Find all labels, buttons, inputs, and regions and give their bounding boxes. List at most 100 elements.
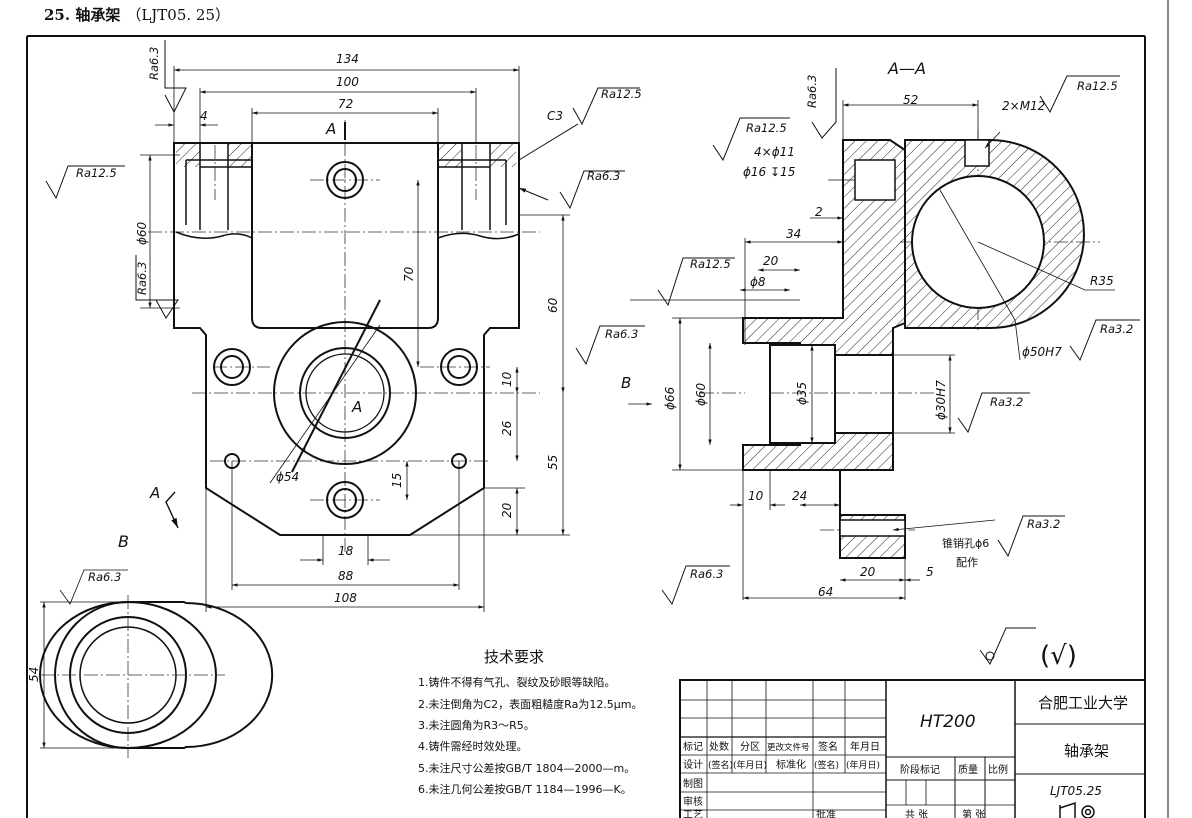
rough-sec-ra32-a: Ra3.2 [1100,322,1133,336]
rough-sec-ra32-c: Ra3.2 [1027,517,1060,531]
dim-60: 60 [546,297,560,313]
section-label-a-top: A [325,120,336,138]
rough-sec-ra32-b: Ra3.2 [990,395,1023,409]
tb-row2-2: (年月日) [733,759,767,771]
tech-item-4: 4.铸件需经时效处理。 [418,739,528,753]
rough-sec-ra63-top: Ra6.3 [805,75,819,108]
projection-symbol-icon [1059,801,1095,818]
dim-5: 5 [926,565,934,579]
dim-18: 18 [338,544,354,558]
dim-52: 52 [903,93,918,107]
dim-134: 134 [336,52,359,66]
dim-4: 4 [200,109,208,123]
sheet-frame [26,0,1169,818]
dim-26: 26 [500,420,514,436]
view-b-label: B [118,532,129,551]
hole-counterbore: ϕ16 ↧15 [743,165,795,179]
dim-64: 64 [818,585,833,599]
rough-sec-ra63-c: Ra6.3 [690,567,723,581]
tb-hdr-5: 年月日 [850,740,880,753]
dim-20: 20 [500,502,514,518]
tb-row2-0: 设计 [683,758,703,771]
drawing-code: （LJT05. 25） [126,6,231,24]
tech-item-3: 3.未注圆角为R3～R5。 [418,718,535,732]
tb-sheet: 第 张 [962,808,985,818]
dim-34: 34 [786,227,801,241]
rough-ra63-right: Ra6.3 [587,169,620,183]
section-view-aa: A—A [575,59,1140,606]
front-outline [173,142,520,536]
dim-phi50h7: ϕ50H7 [1022,345,1062,359]
hole-2xm12: 2×M12 [1002,99,1045,113]
dim-phi30h7: ϕ30H7 [934,380,948,420]
tech-item-5: 5.未注尺寸公差按GB/T 1804—2000—m。 [418,761,635,775]
tb-hdr-2: 分区 [740,741,760,753]
dim-phi8: ϕ8 [750,275,766,289]
school-name: 合肥工业大学 [1038,694,1128,712]
material: HT200 [920,712,976,732]
tech-requirements: 技术要求 1.铸件不得有气孔、裂纹及砂眼等缺陷。 2.未注倒角为C2，表面粗糙度… [418,648,643,796]
tb-row2-3: 标准化 [776,758,806,771]
tb-total-sheets: 共 张 [905,809,928,818]
dim-70: 70 [402,266,416,282]
dim-55: 55 [546,455,560,470]
dim-phi60: ϕ60 [135,221,149,245]
hole-4xphi11: 4×ϕ11 [754,145,795,159]
view-label-a: A [149,484,160,502]
tb-row2-5: (年月日) [846,759,880,771]
section-title: A—A [887,59,926,78]
view-arrow-b-label: B [621,374,631,392]
dim-15: 15 [390,473,404,488]
tb-row-drawing: 制图 [683,777,703,790]
title-block: HT200 合肥工业大学 轴承架 LJT05.25 标记 处数 分区 更改文件号… [679,679,1146,818]
dim-phi54: ϕ54 [276,470,299,484]
tech-item-6: 6.未注几何公差按GB/T 1184—1996—K。 [418,782,632,796]
rough-b-ra63: Ra6.3 [88,570,121,584]
dim-phi35: ϕ35 [795,382,809,405]
tb-hdr-3: 更改文件号 [767,742,810,753]
exercise-title: 25. 轴承架 [44,6,121,24]
part-name: 轴承架 [1064,742,1109,760]
tech-item-1: 1.铸件不得有气孔、裂纹及砂眼等缺陷。 [418,675,616,689]
dim-phi66: ϕ66 [663,386,677,410]
front-view: A A A [45,40,642,612]
rough-sec-ra125-b: Ra12.5 [1077,79,1118,93]
tb-stage: 阶段标记 [900,763,940,776]
page-header: 25. 轴承架 （LJT05. 25） [44,4,230,25]
tb-mass: 质量 [958,764,978,776]
dim-72: 72 [338,97,353,111]
view-b: B 54 Ra6.3 [27,532,274,758]
rough-ra125-left: Ra12.5 [76,166,117,180]
dim-88: 88 [338,569,354,583]
dim-108: 108 [334,591,357,605]
drawing-number: LJT05.25 [1050,784,1102,798]
rough-sec-ra125-c: Ra12.5 [690,257,731,271]
dim-10-section: 10 [748,489,764,503]
chamfer-c3: C3 [547,109,563,123]
section-label-a-mid: A [351,398,362,416]
tb-approve: 批准 [816,808,836,818]
tech-item-2: 2.未注倒角为C2，表面粗糙度Ra为12.5μm。 [418,697,643,711]
dim-54: 54 [27,667,41,682]
tb-hdr-1: 处数 [709,740,729,753]
tb-row-review: 审核 [683,795,703,808]
dim-2: 2 [815,205,823,219]
tb-row-process: 工艺 [683,809,703,818]
general-roughness-note: (√) [1040,641,1077,671]
tb-scale: 比例 [988,763,1008,776]
rough-ra63-left: Ra6.3 [135,262,149,295]
rough-ra125-right: Ra12.5 [601,87,642,101]
rough-ra63-top: Ra6.3 [147,47,161,80]
tb-row2-1: (签名) [708,759,733,771]
taper-pin-note: 锥销孔ϕ6 [942,536,989,550]
dim-r35: R35 [1090,274,1114,288]
dim-20-bottom: 20 [860,565,876,579]
rough-sec-ra63-b: Ra6.3 [605,327,638,341]
dim-20-top: 20 [763,254,779,268]
dim-10: 10 [500,371,514,387]
dim-phi60-section: ϕ60 [694,382,708,406]
tech-title: 技术要求 [484,648,544,666]
dim-100: 100 [336,75,359,89]
tb-hdr-4: 签名 [818,740,838,753]
